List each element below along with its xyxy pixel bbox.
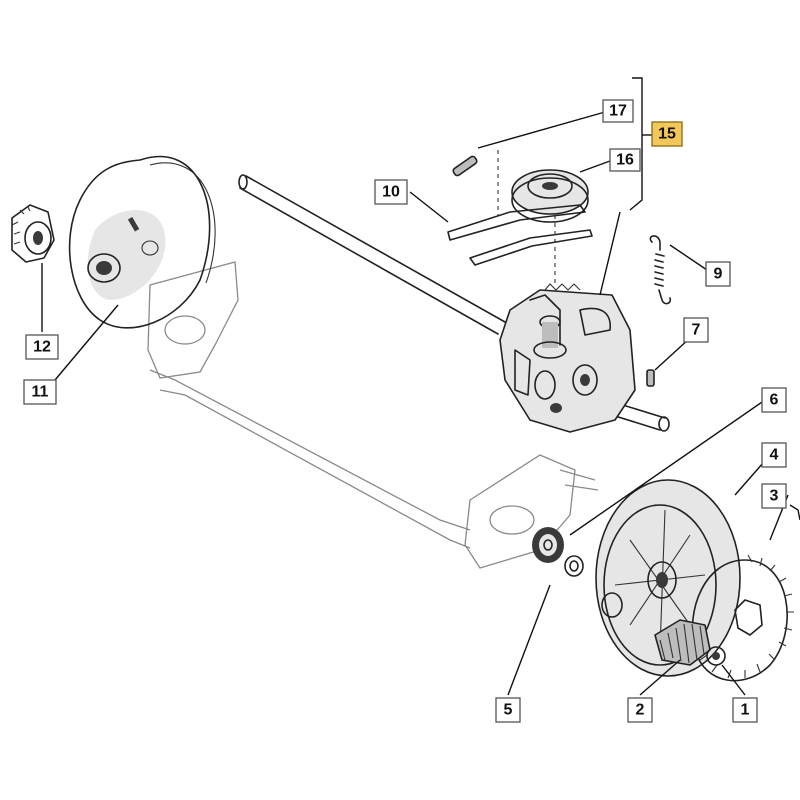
callout-4-label: 4 <box>770 447 779 464</box>
pin-part <box>452 155 478 177</box>
callout-10-label: 10 <box>382 184 400 201</box>
callout-6-label: 6 <box>770 392 779 409</box>
bracket-3 <box>789 504 800 521</box>
callout-6: 6 <box>761 387 787 413</box>
callout-12-label: 12 <box>33 339 51 356</box>
callout-3-label: 3 <box>770 488 779 505</box>
pinion-gear-part <box>654 619 711 666</box>
chassis-frame <box>147 261 599 569</box>
left-wheel-disc <box>68 155 216 329</box>
callout-9-label: 9 <box>714 266 723 283</box>
leader-lines <box>41 111 789 696</box>
callout-2: 2 <box>627 697 653 723</box>
callout-16-label: 16 <box>616 152 634 169</box>
gearbox-housing <box>499 283 636 433</box>
callout-5-label: 5 <box>504 702 513 719</box>
callout-1: 1 <box>732 697 758 723</box>
drive-belt <box>447 204 593 266</box>
assembly-bracket-15 <box>629 77 652 211</box>
spring-part <box>649 235 672 305</box>
callout-11: 11 <box>23 379 57 405</box>
callout-1-label: 1 <box>741 702 750 719</box>
callout-7-label: 7 <box>692 322 701 339</box>
callout-9: 9 <box>705 261 731 287</box>
callout-12: 12 <box>25 334 59 360</box>
callout-16: 16 <box>609 148 641 172</box>
callout-10: 10 <box>374 179 408 205</box>
callout-4: 4 <box>761 442 787 468</box>
callout-3: 3 <box>761 483 787 509</box>
callout-15: 15 <box>651 121 683 147</box>
pulley-part <box>511 169 589 223</box>
callout-15-label: 15 <box>658 126 676 143</box>
callout-2-label: 2 <box>636 702 645 719</box>
bearing-part <box>532 527 564 563</box>
callout-5: 5 <box>495 697 521 723</box>
callout-11-label: 11 <box>32 384 49 401</box>
callout-17-label: 17 <box>609 103 627 120</box>
washer-part <box>564 555 584 577</box>
small-gear-part <box>11 204 55 263</box>
callout-17: 17 <box>602 99 634 123</box>
callout-7: 7 <box>683 317 709 343</box>
assembly-dashed-lines <box>497 150 556 285</box>
small-pin-part <box>646 369 655 387</box>
small-washer-part <box>706 646 726 666</box>
